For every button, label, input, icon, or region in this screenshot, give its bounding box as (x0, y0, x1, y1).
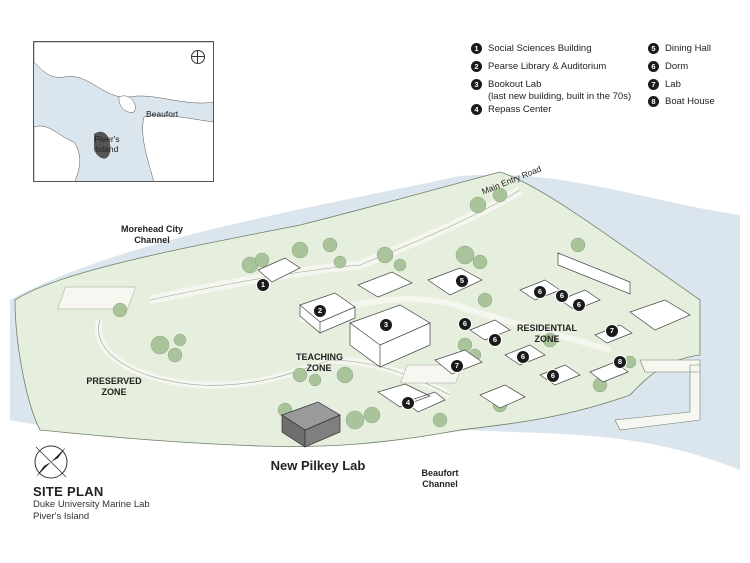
legend-label-4: Repass Center (488, 104, 552, 115)
building-badge: 6 (458, 317, 472, 331)
building-boathouse (629, 299, 691, 331)
legend-number-8: 8 (648, 96, 659, 107)
building-2 (299, 292, 356, 334)
loop-road-edge (98, 319, 451, 396)
tree-clusters (112, 187, 637, 430)
building-badge: 7 (450, 359, 464, 373)
legend-item-7: 7 Lab (648, 79, 681, 91)
inset-label-beaufort: Beaufort (146, 109, 179, 119)
legend-number-2: 2 (471, 61, 482, 72)
morehead-channel-label: Morehead City Channel (120, 224, 183, 245)
building-badge: 6 (533, 285, 547, 299)
legend-item-8: 8 Boat House (648, 96, 715, 108)
building-badge: 5 (455, 274, 469, 288)
legend-label-2: Pearse Library & Auditorium (488, 61, 607, 72)
building-dorm (479, 384, 526, 409)
building-badge: 2 (313, 304, 327, 318)
building-badge: 7 (605, 324, 619, 338)
legend-item-5: 5 Dining Hall (648, 43, 711, 55)
legend-text-3: Bookout Lab (last new building, built in… (488, 79, 631, 103)
building-badge: 6 (572, 298, 586, 312)
main-road-edge (149, 189, 521, 301)
legend-number-4: 4 (471, 104, 482, 115)
inset-compass-icon (191, 50, 205, 64)
legend-number-3: 3 (471, 79, 482, 90)
legend-item-2: 2 Pearse Library & Auditorium (471, 61, 606, 73)
legend-label-3: Bookout Lab (488, 79, 542, 90)
residential-zone-label: RESIDENTIAL ZONE (516, 323, 577, 344)
building-badge: 8 (613, 355, 627, 369)
legend-label-1: Social Sciences Building (488, 43, 592, 54)
island-land (14, 171, 701, 447)
building-badge: 4 (401, 396, 415, 410)
inset-map-graphic (34, 42, 213, 181)
building-badge: 6 (488, 333, 502, 347)
building-badge: 6 (555, 289, 569, 303)
legend-item-4: 4 Repass Center (471, 104, 551, 116)
inner-road (299, 296, 611, 353)
legend-sublabel-3: (last new building, built in the 70s) (488, 91, 632, 102)
inset-map: Beaufort Piver's Island (33, 41, 214, 182)
parking-lot (57, 286, 136, 310)
legend-label-8: Boat House (665, 96, 715, 107)
building-badge: 6 (546, 369, 560, 383)
legend-number-6: 6 (648, 61, 659, 72)
legend-label-6: Dorm (665, 61, 689, 72)
legend-label-5: Dining Hall (665, 43, 711, 54)
teaching-zone-label: TEACHING ZONE (296, 352, 343, 373)
new-pilkey-lab-label: New Pilkey Lab (270, 458, 366, 473)
building-dorm (469, 319, 511, 341)
legend-item-1: 1 Social Sciences Building (471, 43, 592, 55)
legend-number-5: 5 (648, 43, 659, 54)
site-plan-title-block: SITE PLAN Duke University Marine Lab Piv… (33, 484, 150, 523)
compass-icon (34, 445, 68, 479)
legend-item-3: 3 Bookout Lab (last new building, built … (471, 79, 631, 103)
preserved-zone-label: PRESERVED ZONE (86, 376, 142, 397)
site-plan-subtitle-1: Duke University Marine Lab (33, 499, 150, 510)
building-badge: 6 (516, 350, 530, 364)
beaufort-channel-label: Beaufort Channel (421, 468, 459, 489)
inset-label-island: Piver's Island (94, 134, 120, 154)
building-1 (257, 257, 301, 283)
dock (614, 359, 701, 431)
site-plan-subtitle-2: Piver's Island (33, 511, 90, 522)
building-badge: 3 (379, 318, 393, 332)
legend-number-1: 1 (471, 43, 482, 54)
site-plan-title: SITE PLAN (33, 484, 104, 499)
building-top (357, 271, 413, 298)
building-row (557, 252, 631, 295)
new-pilkey-lab-building (281, 401, 341, 448)
building-badge: 1 (256, 278, 270, 292)
legend-label-7: Lab (665, 79, 681, 90)
legend-number-7: 7 (648, 79, 659, 90)
legend-item-6: 6 Dorm (648, 61, 688, 73)
building-3 (349, 304, 431, 368)
